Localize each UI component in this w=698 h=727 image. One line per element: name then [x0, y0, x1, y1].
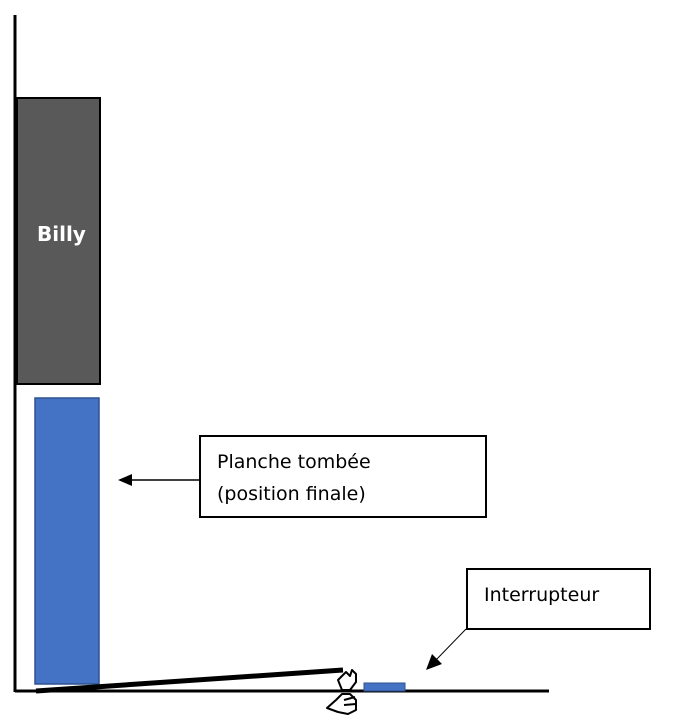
switch-arrow-head: [426, 654, 442, 670]
switch-callout-label: Interrupteur: [484, 584, 600, 606]
tilted-plank: [35, 667, 344, 694]
clapping-hands-icon: [326, 669, 357, 715]
switch: [363, 682, 406, 692]
board-callout: Planche tombée (position finale): [199, 435, 487, 518]
fallen-board: [34, 397, 100, 685]
switch-arrow-line: [434, 628, 467, 662]
board-callout-line1: Planche tombée: [217, 451, 371, 473]
billy-bookcase: [16, 97, 101, 385]
board-arrow-head: [118, 474, 132, 486]
bookcase-label: Billy: [37, 222, 86, 246]
switch-callout: Interrupteur: [466, 568, 651, 630]
board-callout-line2: (position finale): [217, 483, 366, 505]
